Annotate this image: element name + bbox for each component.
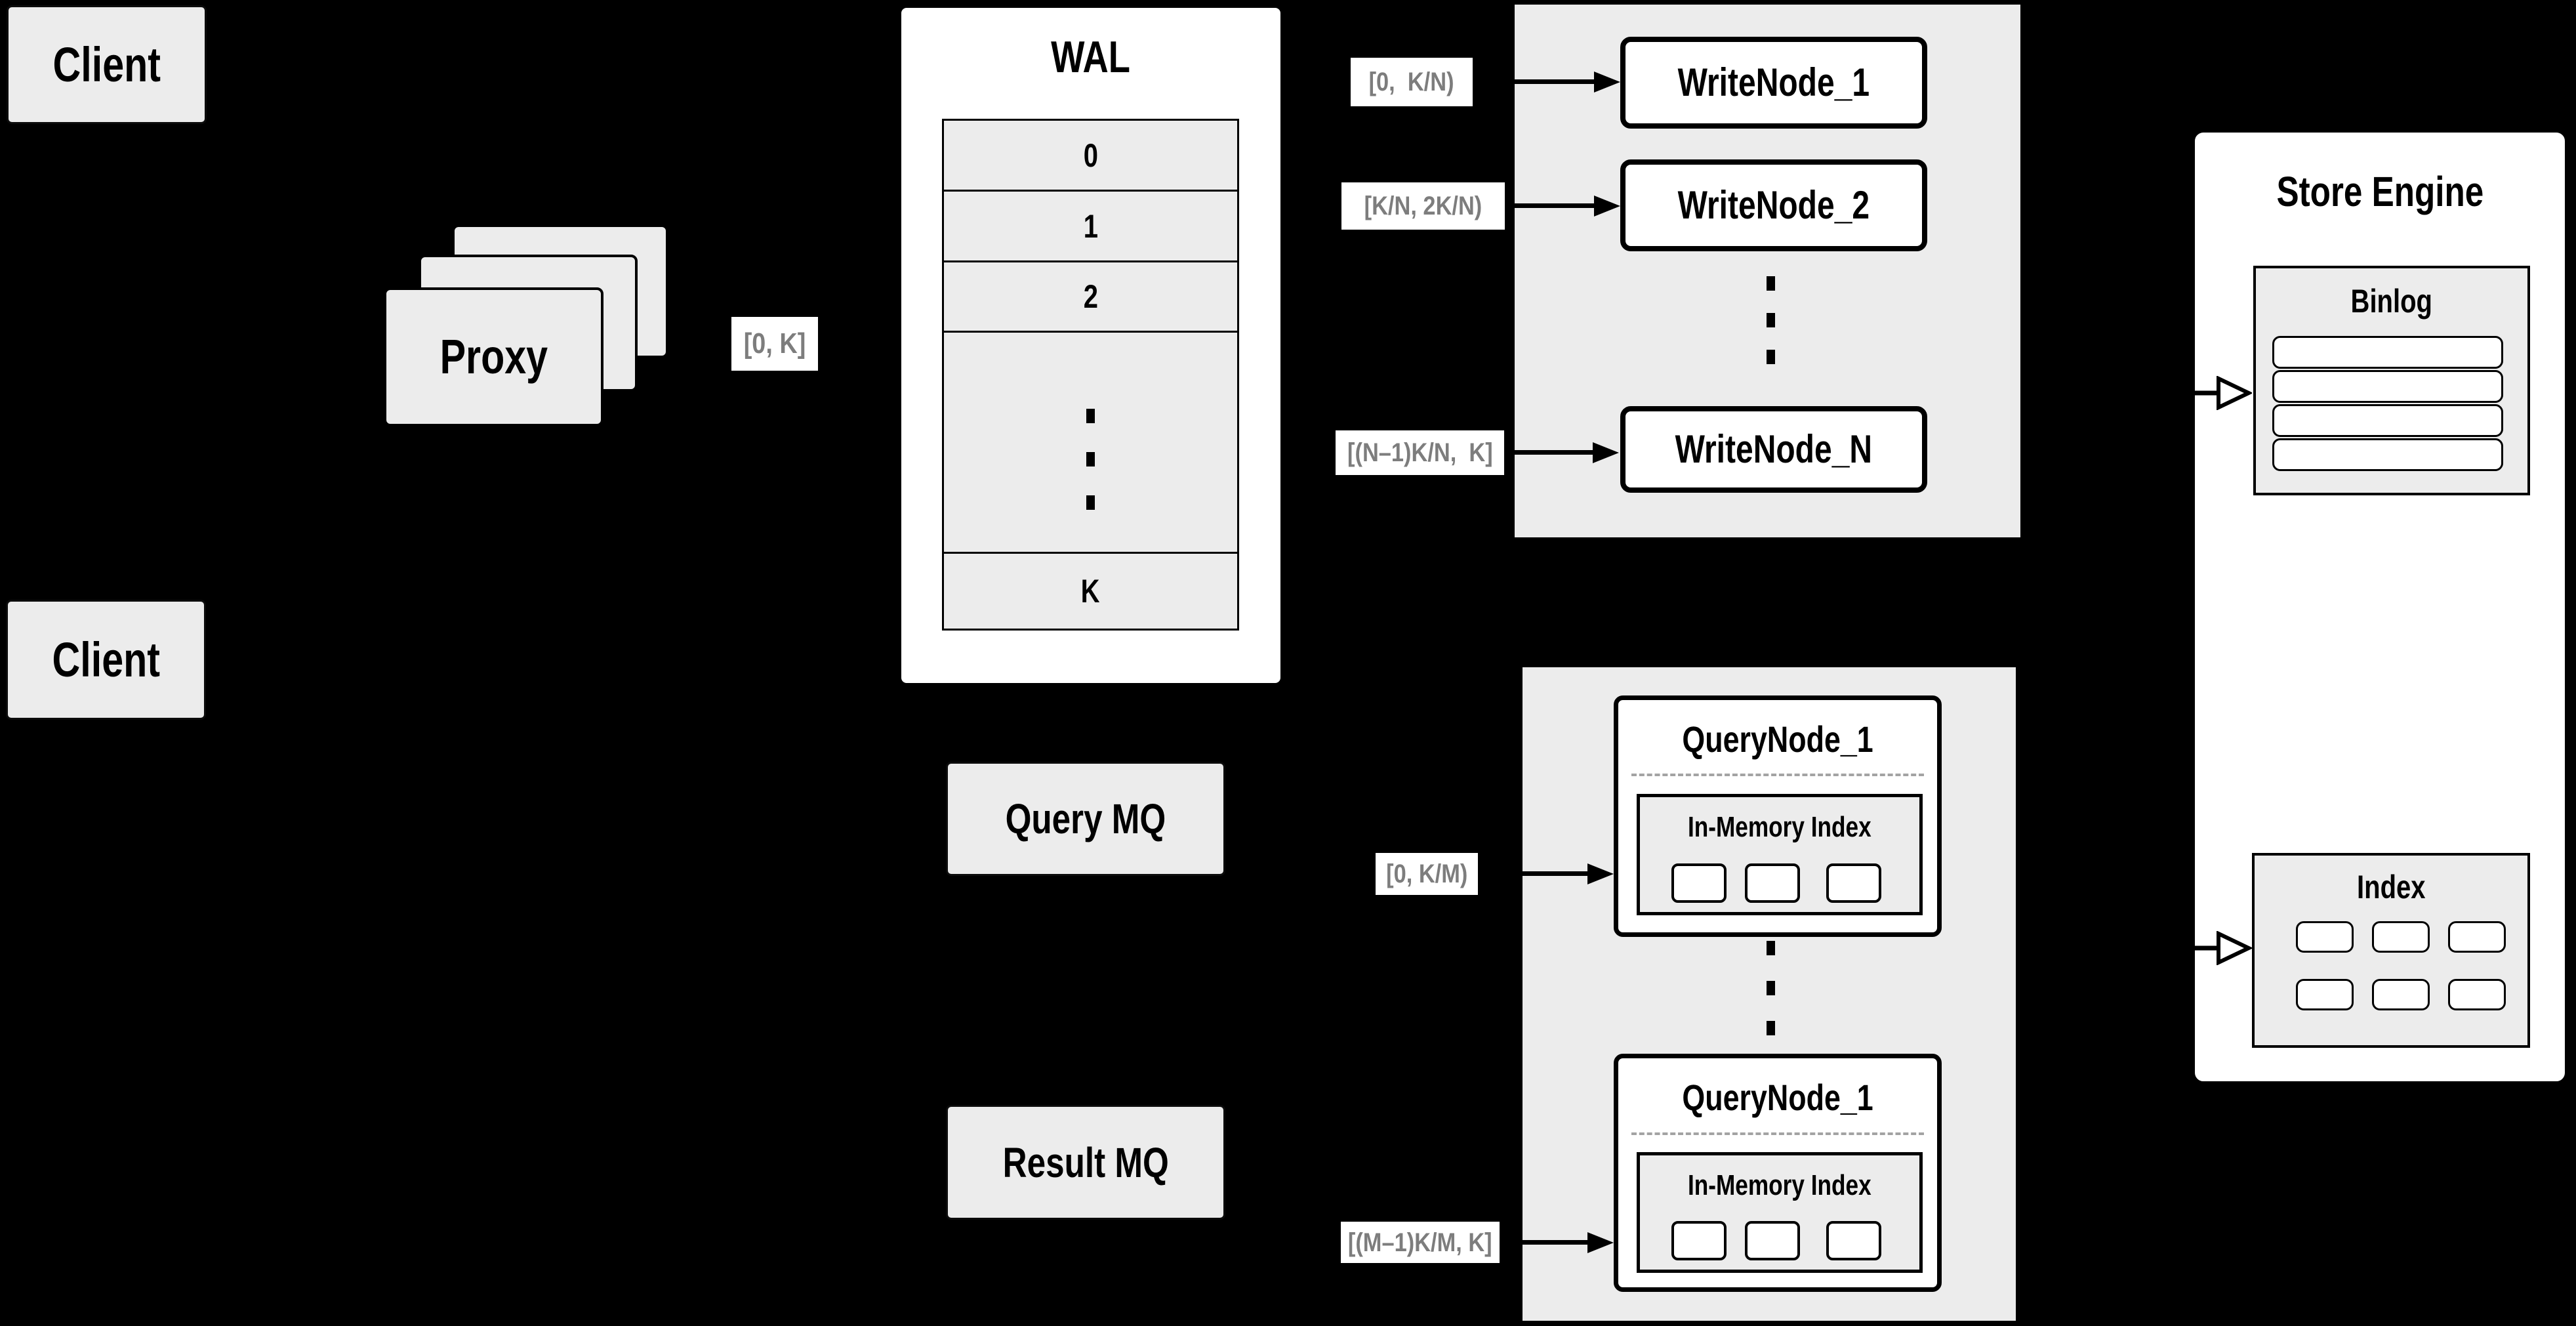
memory-segment-icon: [1745, 1221, 1800, 1260]
wal-segment-2: 2: [942, 260, 1239, 333]
wal-title-area: WAL: [901, 31, 1280, 83]
write-nodes-ellipsis-icon: [1767, 276, 1775, 364]
range-chip-query-1: [0, K/M): [1376, 853, 1478, 895]
wal-segment-0: 0: [942, 119, 1239, 192]
wal-segment-2-label: 2: [1083, 278, 1098, 315]
query-node-1-separator: [1631, 774, 1924, 776]
proxy-card-front: Proxy: [384, 287, 603, 426]
memory-segment-icon: [1745, 863, 1800, 903]
store-engine-title: Store Engine: [2276, 168, 2484, 215]
wal-segment-0-label: 0: [1083, 136, 1098, 174]
binlog-row-icon: [2272, 438, 2503, 471]
query-node-2-memory-box: In-Memory Index: [1637, 1152, 1923, 1273]
client-top-label: Client: [52, 37, 161, 92]
arrow-open-to-binlog-icon: [2190, 376, 2252, 410]
wal-segment-1-label: 1: [1083, 207, 1098, 245]
query-node-2-memory-label: In-Memory Index: [1688, 1169, 1871, 1201]
query-node-1-memory-box: In-Memory Index: [1637, 794, 1923, 915]
wal-segment-gap: [942, 331, 1239, 554]
write-node-2: WriteNode_2: [1620, 159, 1927, 251]
memory-segment-icon: [1826, 863, 1881, 903]
arrow-open-to-index-icon: [2190, 931, 2252, 965]
arrow-head-icon: [1594, 72, 1620, 93]
index-chip-icon: [2372, 979, 2430, 1010]
binlog-row-icon: [2272, 370, 2503, 403]
write-node-2-label: WriteNode_2: [1677, 183, 1870, 227]
client-bottom-label: Client: [52, 632, 160, 687]
arrow-head-icon: [1593, 442, 1619, 463]
write-node-1: WriteNode_1: [1620, 37, 1927, 129]
index-label: Index: [2356, 869, 2426, 905]
range-chip-write-1: [0, K/N): [1351, 58, 1473, 106]
range-chip-query-2: [(M–1)K/M, K]: [1341, 1222, 1500, 1263]
index-chip-icon: [2296, 921, 2354, 953]
wal-segment-k: K: [942, 552, 1239, 631]
arrow-head-icon: [1587, 863, 1614, 884]
query-nodes-ellipsis-icon: [1767, 941, 1775, 1035]
query-node-1-label: QueryNode_1: [1682, 718, 1873, 760]
wal-title: WAL: [1051, 32, 1131, 82]
write-node-1-label: WriteNode_1: [1677, 60, 1870, 104]
binlog-box: Binlog: [2253, 266, 2530, 495]
index-box: Index: [2252, 853, 2530, 1048]
client-box-top: Client: [7, 5, 207, 124]
range-chip-proxy: [0, K]: [731, 317, 818, 371]
binlog-label: Binlog: [2350, 283, 2433, 320]
range-chip-write-n: [(N–1)K/N, K]: [1336, 430, 1504, 475]
store-engine-box: Store Engine Binlog Index: [2192, 129, 2568, 1085]
query-node-1-memory-label: In-Memory Index: [1688, 811, 1871, 843]
memory-segment-icon: [1671, 863, 1727, 903]
wal-segment-k-label: K: [1081, 573, 1100, 610]
range-chip-write-2: [K/N, 2K/N): [1341, 182, 1505, 230]
index-chip-icon: [2296, 979, 2354, 1010]
memory-segment-icon: [1671, 1221, 1727, 1260]
range-chip-write-n-text: [(N–1)K/N, K]: [1347, 438, 1493, 467]
range-chip-proxy-text: [0, K]: [743, 327, 806, 360]
memory-segment-icon: [1826, 1221, 1881, 1260]
write-node-n-label: WriteNode_N: [1675, 427, 1873, 471]
wal-segment-1: 1: [942, 190, 1239, 262]
arrow-head-icon: [1587, 1232, 1614, 1253]
index-chip-icon: [2448, 979, 2506, 1010]
result-mq-label: Result MQ: [1002, 1138, 1169, 1186]
proxy-label: Proxy: [440, 329, 548, 384]
range-chip-write-1-text: [0, K/N): [1369, 68, 1454, 96]
range-chip-write-2-text: [K/N, 2K/N): [1364, 192, 1482, 220]
range-chip-query-2-text: [(M–1)K/M, K]: [1348, 1228, 1492, 1257]
result-mq-box: Result MQ: [946, 1105, 1225, 1220]
client-box-bottom: Client: [6, 600, 206, 720]
arrow-head-icon: [1594, 196, 1620, 217]
wal-box: WAL 0 1 2 K: [899, 5, 1283, 686]
write-node-n: WriteNode_N: [1620, 406, 1927, 493]
query-node-1: QueryNode_1 In-Memory Index: [1614, 695, 1942, 937]
query-node-2-separator: [1631, 1132, 1924, 1135]
query-mq-label: Query MQ: [1005, 795, 1166, 842]
binlog-row-icon: [2272, 404, 2503, 437]
index-chip-icon: [2372, 921, 2430, 953]
query-node-2-label: QueryNode_1: [1682, 1077, 1873, 1118]
wal-ellipsis-icon: [1086, 409, 1095, 510]
query-mq-box: Query MQ: [946, 762, 1225, 876]
binlog-row-icon: [2272, 336, 2503, 369]
query-node-2: QueryNode_1 In-Memory Index: [1614, 1054, 1942, 1292]
range-chip-query-1-text: [0, K/M): [1385, 860, 1468, 888]
index-chip-icon: [2448, 921, 2506, 953]
